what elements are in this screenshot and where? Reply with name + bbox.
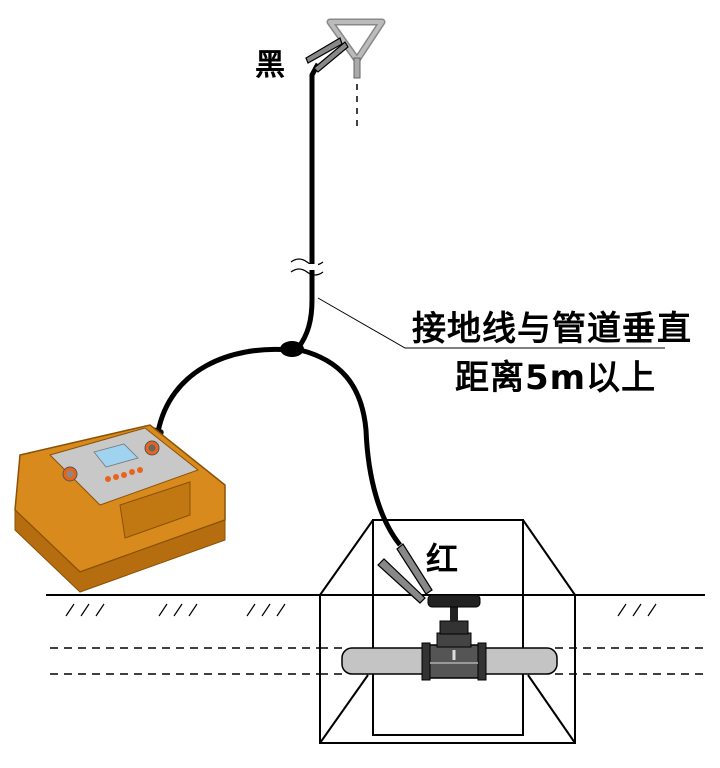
black-clip bbox=[305, 37, 349, 73]
cable-break-symbol bbox=[290, 258, 324, 276]
pit-dashed-lines bbox=[320, 647, 575, 675]
cable-red bbox=[299, 347, 402, 547]
cable-tester bbox=[155, 346, 291, 433]
tester-buttons bbox=[105, 467, 143, 482]
note-leader-line bbox=[317, 297, 665, 349]
ground-stake bbox=[326, 18, 386, 126]
note-line-1: 接地线与管道垂直 bbox=[412, 309, 692, 349]
cable-junction bbox=[280, 341, 304, 357]
red-clip-label: 红 bbox=[426, 540, 459, 578]
red-clip bbox=[377, 543, 433, 604]
tester-device bbox=[14, 424, 226, 593]
hatch-mark-1 bbox=[65, 603, 105, 617]
valve bbox=[421, 594, 487, 681]
pipe-dashed-lines bbox=[50, 647, 705, 675]
hatch-mark-2 bbox=[158, 603, 198, 617]
black-clip-label: 黑 bbox=[255, 48, 285, 83]
hatch-marks bbox=[65, 603, 657, 617]
hatch-mark-3 bbox=[246, 603, 286, 617]
note-line-2: 距离5m以上 bbox=[455, 358, 657, 398]
hatch-mark-4 bbox=[617, 603, 657, 617]
cable-black bbox=[295, 62, 321, 350]
